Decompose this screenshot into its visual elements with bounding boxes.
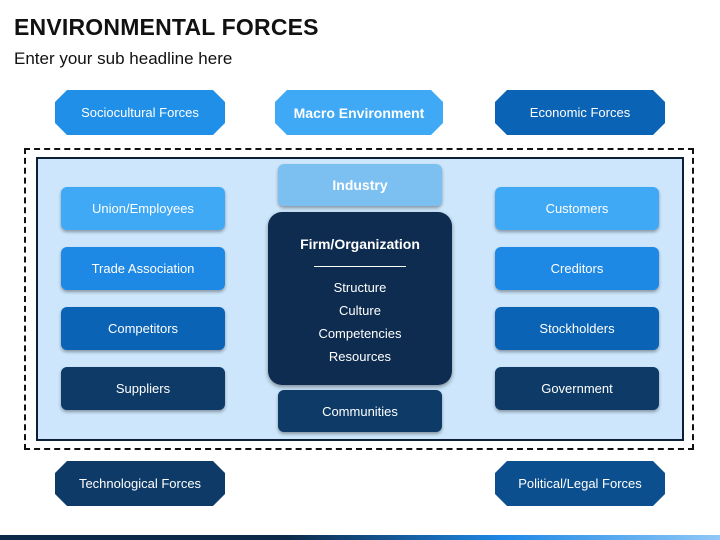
firm-title: Firm/Organization bbox=[300, 236, 420, 252]
technological-forces-box: Technological Forces bbox=[55, 461, 225, 506]
industry-environment-boundary bbox=[24, 148, 694, 450]
competitors-box: Competitors bbox=[61, 307, 225, 350]
firm-item-competencies: Competencies bbox=[318, 326, 402, 341]
firm-organization-box: Firm/Organization Structure Culture Comp… bbox=[268, 212, 452, 385]
firm-divider bbox=[314, 266, 406, 267]
footer-accent-bar bbox=[0, 535, 720, 540]
union-employees-box: Union/Employees bbox=[61, 187, 225, 230]
firm-item-structure: Structure bbox=[333, 280, 387, 295]
political-legal-forces-box: Political/Legal Forces bbox=[495, 461, 665, 506]
firm-item-culture: Culture bbox=[339, 303, 381, 318]
page-title: ENVIRONMENTAL FORCES bbox=[14, 14, 319, 40]
communities-box: Communities bbox=[278, 390, 442, 432]
industry-box: Industry bbox=[278, 164, 442, 206]
customers-box: Customers bbox=[495, 187, 659, 230]
government-box: Government bbox=[495, 367, 659, 410]
page-subtitle: Enter your sub headline here bbox=[14, 49, 233, 68]
economic-forces-box: Economic Forces bbox=[495, 90, 665, 135]
trade-association-box: Trade Association bbox=[61, 247, 225, 290]
sociocultural-forces-box: Sociocultural Forces bbox=[55, 90, 225, 135]
macro-environment-box: Macro Environment bbox=[275, 90, 443, 135]
suppliers-box: Suppliers bbox=[61, 367, 225, 410]
firm-item-resources: Resources bbox=[328, 349, 392, 364]
stockholders-box: Stockholders bbox=[495, 307, 659, 350]
creditors-box: Creditors bbox=[495, 247, 659, 290]
